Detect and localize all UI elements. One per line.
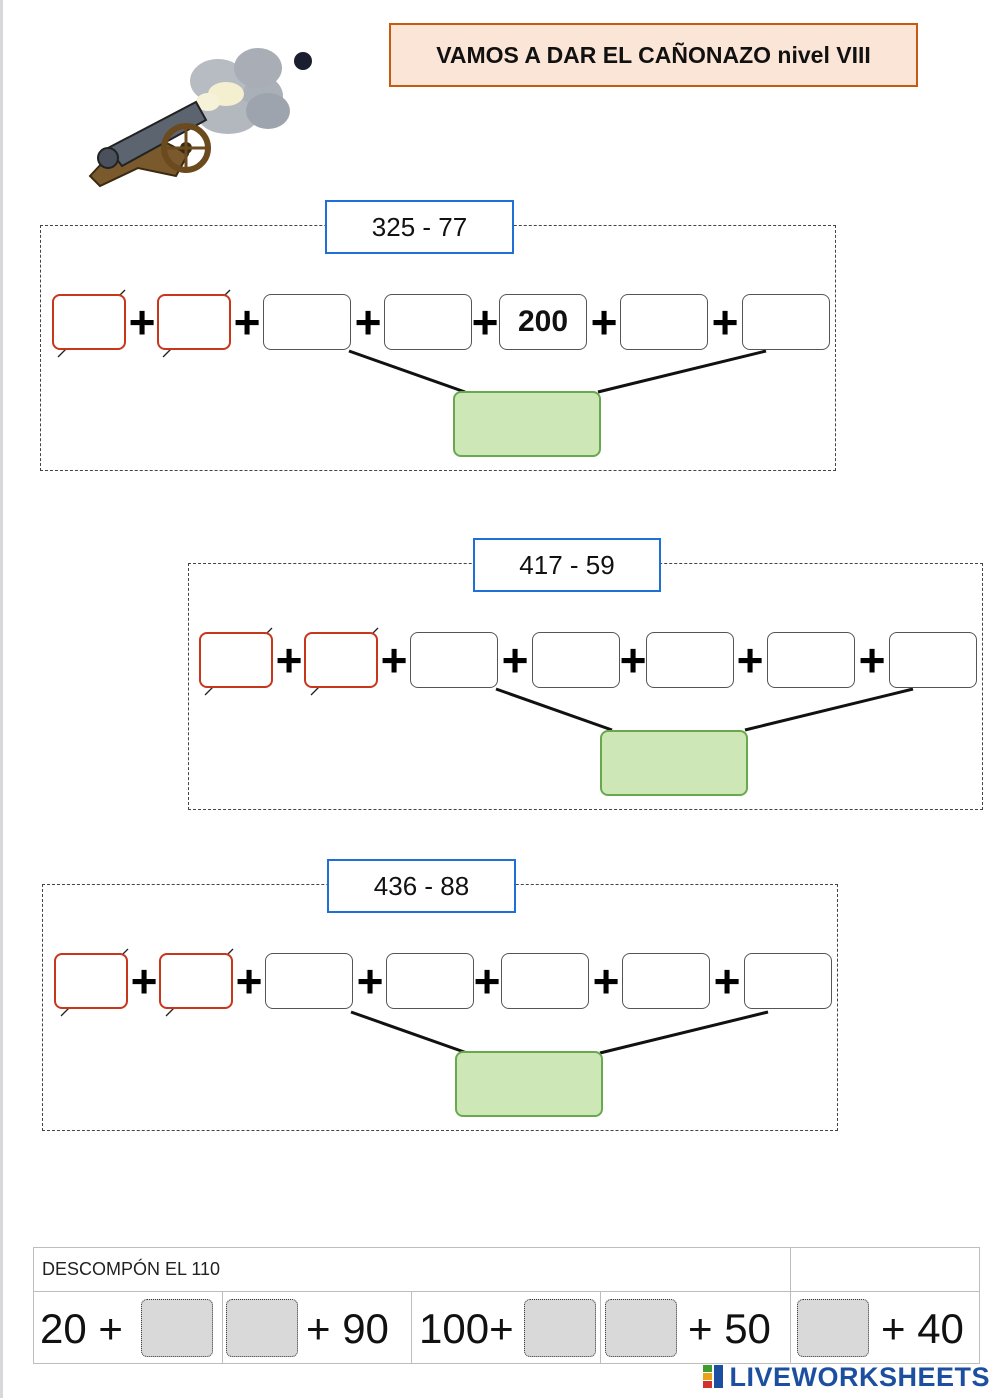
crossed-out-cell [54, 953, 128, 1009]
decompose-table [33, 1247, 980, 1364]
answer-cell[interactable] [410, 632, 498, 688]
plus-sign: + [713, 955, 741, 1007]
decompose-term: 20 + [40, 1305, 123, 1352]
plus-sign: + [858, 634, 886, 686]
plus-sign: + [380, 634, 408, 686]
cannon-illustration [88, 48, 312, 188]
plus-sign: + [590, 296, 618, 348]
plus-sign: + [354, 296, 382, 348]
cannonball [294, 52, 312, 70]
answer-cell[interactable] [263, 294, 351, 350]
brand-mark-icon [703, 1365, 724, 1388]
plus-sign: + [501, 634, 529, 686]
answer-cell[interactable] [742, 294, 830, 350]
result-box[interactable] [600, 730, 748, 796]
decompose-answer-box[interactable] [605, 1299, 677, 1357]
plus-sign: + [235, 955, 263, 1007]
brand-name: LIVEWORKSHEETS [729, 1361, 990, 1392]
answer-cell[interactable] [532, 632, 620, 688]
answer-cell[interactable] [889, 632, 977, 688]
exercise-2-operation: 417 - 59 [473, 538, 661, 592]
plus-sign: + [473, 955, 501, 1007]
answer-cell[interactable] [646, 632, 734, 688]
smoke-cloud [190, 48, 290, 134]
table-divider [33, 1291, 980, 1292]
answer-cell[interactable] [501, 953, 589, 1009]
answer-cell[interactable] [265, 953, 353, 1009]
exercise-1-operation: 325 - 77 [325, 200, 514, 254]
crossed-out-cell [157, 294, 231, 350]
result-box[interactable] [453, 391, 601, 457]
plus-sign: + [471, 296, 499, 348]
table-divider [790, 1247, 791, 1364]
decompose-answer-box[interactable] [141, 1299, 213, 1357]
result-box[interactable] [455, 1051, 603, 1117]
decompose-answer-box[interactable] [226, 1299, 298, 1357]
answer-cell[interactable] [622, 953, 710, 1009]
plus-sign: + [619, 634, 647, 686]
answer-cell[interactable] [767, 632, 855, 688]
plus-sign: + [130, 955, 158, 1007]
decompose-term: + 50 [688, 1305, 771, 1352]
table-divider [222, 1291, 223, 1364]
given-value-cell: 200 [499, 294, 587, 350]
decompose-term: + 90 [306, 1305, 389, 1352]
answer-cell[interactable] [384, 294, 472, 350]
plus-sign: + [592, 955, 620, 1007]
plus-sign: + [233, 296, 261, 348]
plus-sign: + [711, 296, 739, 348]
liveworksheets-logo: LIVEWORKSHEETS [703, 1360, 990, 1394]
decompose-answer-box[interactable] [524, 1299, 596, 1357]
cannon-body [88, 100, 211, 188]
decompose-term: + 40 [881, 1305, 964, 1352]
plus-sign: + [128, 296, 156, 348]
answer-cell[interactable] [620, 294, 708, 350]
plus-sign: + [275, 634, 303, 686]
plus-sign: + [736, 634, 764, 686]
answer-cell[interactable] [744, 953, 832, 1009]
crossed-out-cell [159, 953, 233, 1009]
crossed-out-cell [199, 632, 273, 688]
page-edge [0, 0, 3, 1398]
crossed-out-cell [52, 294, 126, 350]
table-divider [600, 1291, 601, 1364]
answer-cell[interactable] [386, 953, 474, 1009]
table-divider [411, 1291, 412, 1364]
worksheet-title: VAMOS A DAR EL CAÑONAZO nivel VIII [389, 23, 918, 87]
exercise-3-operation: 436 - 88 [327, 859, 516, 913]
plus-sign: + [356, 955, 384, 1007]
decompose-answer-box[interactable] [797, 1299, 869, 1357]
crossed-out-cell [304, 632, 378, 688]
decompose-term: 100+ [419, 1305, 514, 1352]
decompose-title: DESCOMPÓN EL 110 [42, 1258, 221, 1279]
